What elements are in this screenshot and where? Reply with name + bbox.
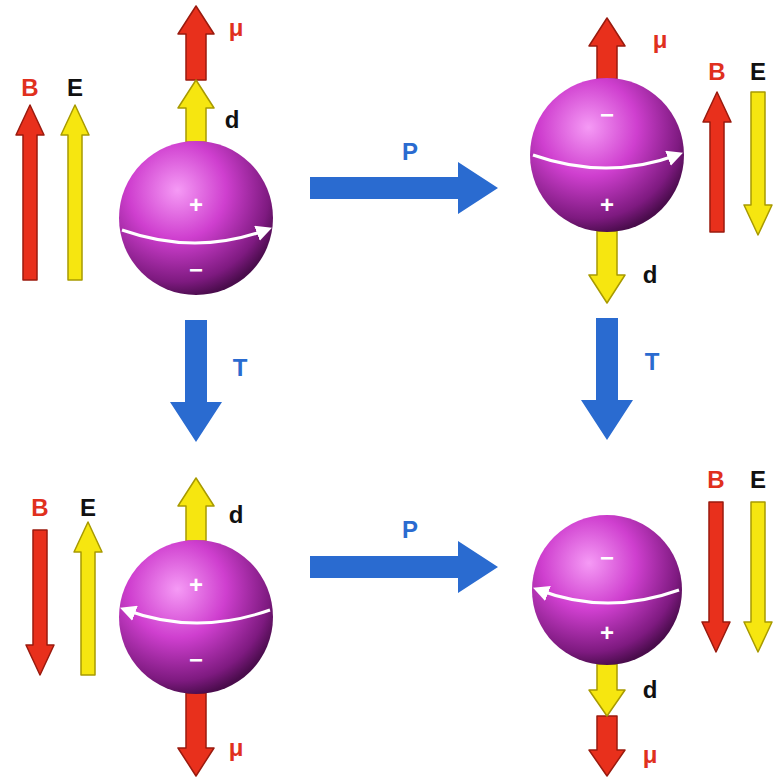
magnetic-moment-arrow [178, 6, 214, 80]
vector-label: d [227, 502, 246, 528]
magnetic-field-arrow [26, 530, 54, 675]
vector-label: E [78, 495, 98, 521]
charge-sign: − [189, 258, 203, 282]
vector-label: B [29, 495, 50, 521]
sphere-body [119, 540, 273, 694]
transformation-arrow [310, 162, 498, 214]
charge-sign: + [189, 573, 203, 597]
charge-sign: + [600, 193, 614, 217]
charge-sign: − [600, 103, 614, 127]
dipole-moment-arrow [589, 664, 625, 716]
charge-sign: + [600, 621, 614, 645]
charged-sphere: +− [118, 539, 274, 695]
charge-sign: − [189, 648, 203, 672]
operation-label: T [642, 349, 663, 375]
operation-label: T [230, 355, 251, 381]
charged-sphere: −+ [529, 77, 685, 233]
electric-field-arrow [744, 502, 772, 652]
magnetic-field-arrow [16, 105, 44, 280]
vector-label: B [705, 467, 726, 493]
operation-label: P [399, 139, 421, 165]
dipole-moment-arrow [178, 80, 214, 142]
vector-label: μ [227, 15, 246, 41]
vector-label: B [706, 59, 727, 85]
magnetic-moment-arrow [589, 716, 625, 776]
vector-label: d [641, 677, 660, 703]
operation-label: P [399, 517, 421, 543]
electric-field-arrow [744, 92, 772, 235]
dipole-moment-arrow [178, 478, 214, 541]
electric-field-arrow [74, 522, 102, 675]
magnetic-field-arrow [702, 502, 730, 652]
spin-arrow [539, 590, 679, 603]
charged-sphere: −+ [531, 514, 683, 666]
charge-sign: + [189, 193, 203, 217]
electric-field-arrow [61, 105, 89, 280]
spin-arrow [122, 230, 266, 243]
vector-label: μ [641, 742, 660, 768]
vector-label: E [748, 59, 768, 85]
dipole-moment-arrow [589, 231, 625, 303]
charged-sphere: +− [118, 140, 274, 296]
sphere-body [119, 141, 273, 295]
vector-label: μ [651, 27, 670, 53]
spin-arrow [126, 610, 270, 623]
transformation-arrow [170, 320, 222, 442]
vector-label: d [223, 107, 242, 133]
spin-arrow [533, 155, 677, 168]
magnetic-moment-arrow [178, 693, 214, 776]
magnetic-moment-arrow [589, 18, 625, 79]
transformation-arrow [310, 541, 498, 593]
magnetic-field-arrow [703, 92, 731, 232]
transformation-arrow [581, 318, 633, 440]
vector-label: B [19, 75, 40, 101]
vector-label: E [748, 467, 768, 493]
vector-label: μ [227, 735, 246, 761]
sphere-body [532, 515, 682, 665]
charge-sign: − [600, 546, 614, 570]
vector-label: d [641, 262, 660, 288]
sphere-body [530, 78, 684, 232]
vector-label: E [65, 75, 85, 101]
